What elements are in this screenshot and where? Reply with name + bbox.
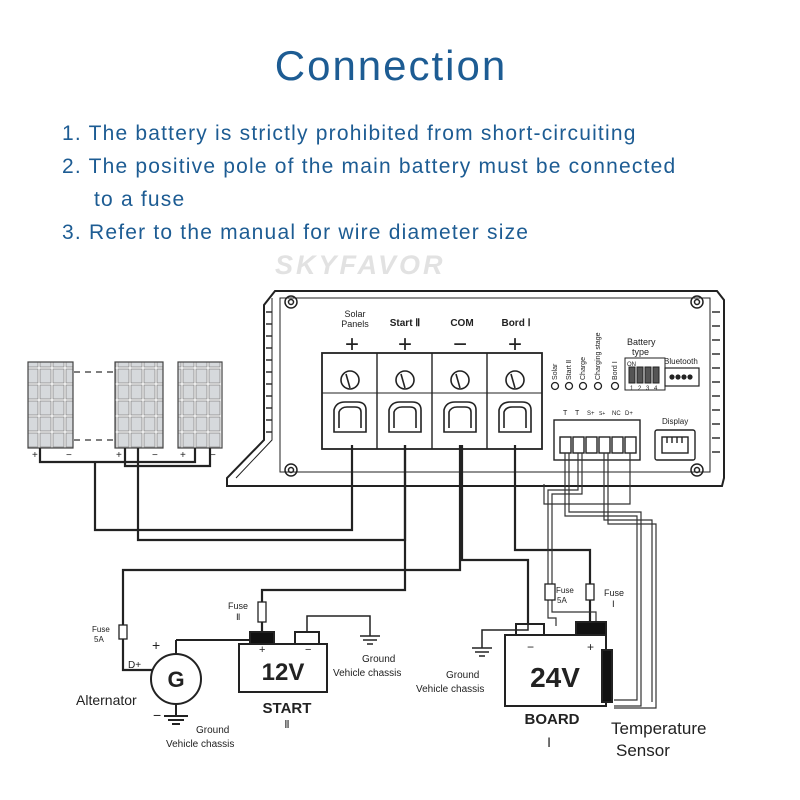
fuse-start-label: Fuse [228,601,248,611]
terminal-label-bord: Bord Ⅰ [501,318,530,329]
terminal-minus-sign: − [453,331,467,358]
dip-switch[interactable] [624,357,666,391]
fuse-alt-value: 5A [94,635,104,644]
note-2: 2. The positive pole of the main battery… [62,155,677,178]
board-battery-voltage: 24V [530,662,580,693]
indicator-label-solar: Solar [552,363,559,380]
dip-num: 2 [638,386,642,392]
terminal-plus-sign: + [398,331,412,358]
ground-label-start: Ground [362,654,395,665]
ground-label-board: Ground [446,670,479,681]
panel-minus: − [152,450,158,461]
alternator-minus: − [153,707,161,723]
fuse-alt-label: Fuse [92,625,110,634]
terminal-label-panels: Panels [341,319,369,329]
signal-wires [543,453,657,709]
board-battery-plus: + [587,640,594,654]
start-battery-minus: − [305,644,311,656]
ground-symbol [306,615,380,645]
panel-plus: + [116,450,122,461]
board-battery-roman: Ⅰ [547,735,551,750]
page-title: Connection [274,42,508,89]
dip-num: 4 [654,386,658,392]
fuse-board-value: Ⅰ [612,599,615,609]
dip-on-label: ON [627,362,636,368]
alternator-plus: + [152,637,160,653]
indicator-label-charging-stage: Charging stage [595,332,602,380]
board-battery-name: BOARD [525,711,580,728]
battery-type-label-2: type [632,347,649,357]
bluetooth-port[interactable] [664,367,700,387]
terminal-socket [333,401,532,433]
signal-label: T [563,410,568,417]
terminal-label-solar: Solar [344,309,365,319]
panel-minus: − [210,450,216,461]
terminal-block [321,352,543,450]
signal-label: S+ [587,411,595,417]
solar-panel [27,361,223,449]
signal-connector[interactable] [553,419,641,461]
board-battery-minus: − [527,640,534,654]
temp-sensor-label: Temperature [611,719,706,738]
alternator-g-icon: G [167,667,184,692]
mount-screw [284,295,704,477]
display-port[interactable] [654,429,696,461]
start-battery-name: START [263,700,312,717]
bluetooth-label: Bluetooth [664,357,698,366]
display-label: Display [662,417,688,426]
dip-num: 3 [646,386,650,392]
note-3: 3. Refer to the manual for wire diameter… [62,221,530,244]
board-battery [504,621,613,707]
signal-label: NC [612,411,621,417]
chassis-label-board: Vehicle chassis [416,684,484,695]
ground-label-alt: Ground [196,725,229,736]
terminal-screw [340,370,525,390]
panel-series-link [74,371,114,441]
signal-label: S+ [599,411,605,417]
terminal-label-start: Start Ⅱ [390,318,421,329]
temp-sensor-label-2: Sensor [616,741,670,760]
indicator-label-bord: Bord Ⅰ [612,361,619,380]
fuse-board-label: Fuse [604,588,624,598]
alternator-label: Alternator [76,692,137,708]
fuse-start-value: Ⅱ [236,612,240,622]
indicator-led [550,381,620,391]
dip-num: 1 [630,386,634,392]
battery-type-label: Battery [627,337,656,347]
note-2-continued: to a fuse [94,188,186,211]
chassis-label-alt: Vehicle chassis [166,739,234,750]
start-battery [238,631,328,693]
heat-fins [266,311,720,453]
chassis-label-start: Vehicle chassis [333,668,401,679]
terminal-plus-sign: + [508,331,522,358]
indicator-label-charge: Charge [580,357,587,380]
note-1: 1. The battery is strictly prohibited fr… [62,122,637,145]
wiring [38,445,592,672]
indicator-label-start: Start Ⅱ [566,360,573,380]
alternator-d-plus: D+ [128,660,141,671]
signal-label: D+ [625,411,633,417]
panel-minus: − [66,450,72,461]
panel-plus: + [32,450,38,461]
signal-label: T [575,410,580,417]
panel-plus: + [180,450,186,461]
alternator-symbol [150,639,255,725]
start-battery-voltage: 12V [262,659,305,686]
terminal-plus-sign: + [345,331,359,358]
terminal-label-com: COM [450,318,473,329]
fuse [118,583,595,640]
fuse-board-small-label: Fuse [556,586,574,595]
start-battery-plus: + [259,644,265,656]
ground-symbol [472,624,529,657]
start-battery-roman: Ⅱ [284,719,289,731]
fuse-board-small-value: 5A [557,596,567,605]
watermark-logo: SKYFAVOR [275,250,446,280]
